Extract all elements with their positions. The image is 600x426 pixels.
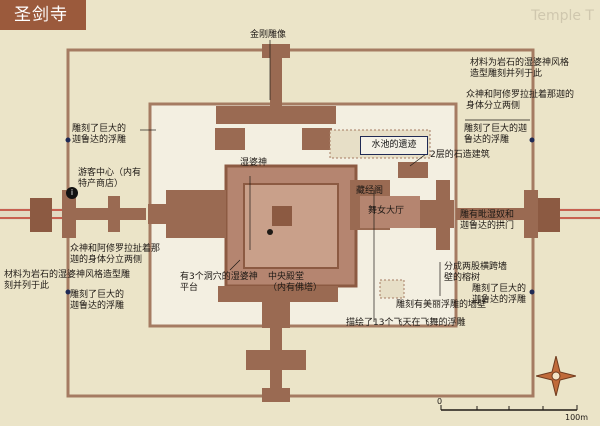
label-carved-garuda-lower-left: 雕刻了巨大的迦鲁达的浮雕	[70, 290, 125, 311]
south-shrine	[262, 300, 290, 328]
north-shrine-right	[302, 128, 332, 150]
west-outer-gate	[30, 198, 52, 232]
south-gate	[262, 388, 290, 402]
label-left-lower-material: 材料为岩石的湿婆神风格造型雕刻并列于此	[4, 270, 131, 291]
compass-icon	[536, 356, 576, 396]
label-carved-garuda-upper-left: 雕刻了巨大的迦鲁达的浮雕	[72, 124, 127, 145]
north-gate	[262, 44, 290, 58]
label-carved-wall: 雕刻有美丽浮雕的墙壁	[396, 300, 487, 310]
label-library: 藏经阁	[356, 186, 384, 196]
south-gallery	[218, 286, 338, 302]
west-small-building	[108, 196, 120, 232]
label-right-upper-gods: 众神和阿修罗拉扯着那迦的身体分立两侧	[466, 90, 575, 111]
marker-dot	[65, 137, 71, 143]
watermark-text: Temple T	[531, 8, 594, 24]
label-visitor-center: 游客中心（内有特产商店）	[78, 168, 142, 189]
label-carved-garuda-upper-right: 雕刻了巨大的迦鲁达的浮雕	[464, 124, 528, 145]
label-central-hall: 中央殿堂（内有佛塔）	[268, 272, 323, 293]
marker-dot	[529, 289, 535, 295]
dance-hall-building	[360, 196, 420, 228]
label-hall-of-dancers: 舞女大厅	[368, 206, 405, 216]
page-title: 圣剑寺	[0, 0, 86, 30]
west-gallery	[148, 204, 168, 224]
marker-dot	[267, 229, 273, 235]
scale-zero: 0	[437, 397, 442, 406]
scale-bar: 0 100m	[437, 397, 588, 422]
east-gate	[524, 190, 538, 238]
two-story-building	[398, 162, 428, 178]
label-two-story-stone: 2层的石造建筑	[430, 150, 490, 160]
southeast-pond	[379, 279, 405, 299]
info-icon: i	[66, 187, 78, 199]
east-outer-gate	[538, 198, 560, 232]
label-top-right: 材料为岩石的湿婆神风格造型雕刻并列于此	[470, 58, 570, 79]
east-cross-building	[436, 180, 450, 250]
label-two-divided: 分成两股横跨墙壁的榕树	[444, 262, 508, 283]
label-center-right-garuda: 雕有毗湿奴和迦鲁达的拱门	[460, 210, 515, 231]
south-gate-building	[246, 350, 306, 370]
pool-ruins-label: 水池的遗迹	[360, 136, 428, 155]
west-gopura	[166, 190, 226, 238]
west-gate	[62, 190, 76, 238]
east-path	[456, 208, 526, 220]
label-caves: 有3个洞穴的湿婆神平台	[180, 272, 258, 293]
label-carved-garuda-lower-right: 雕刻了巨大的迦鲁达的浮雕	[472, 284, 527, 305]
scale-end: 100m	[565, 413, 588, 422]
label-left-gods: 众神和阿修罗拉扯着那迦的身体分立两侧	[70, 244, 161, 265]
north-path	[270, 58, 282, 108]
north-cross-gallery	[216, 106, 336, 124]
marker-dot	[65, 289, 71, 295]
label-golden-statue: 金刚雕像	[250, 30, 287, 40]
label-shiva-shrine: 湿婆神	[240, 158, 268, 168]
central-tower	[272, 206, 292, 226]
label-apsara-relief: 描绘了13个飞天在飞舞的浮雕	[346, 318, 466, 328]
north-shrine-left	[215, 128, 245, 150]
marker-dot	[529, 137, 535, 143]
